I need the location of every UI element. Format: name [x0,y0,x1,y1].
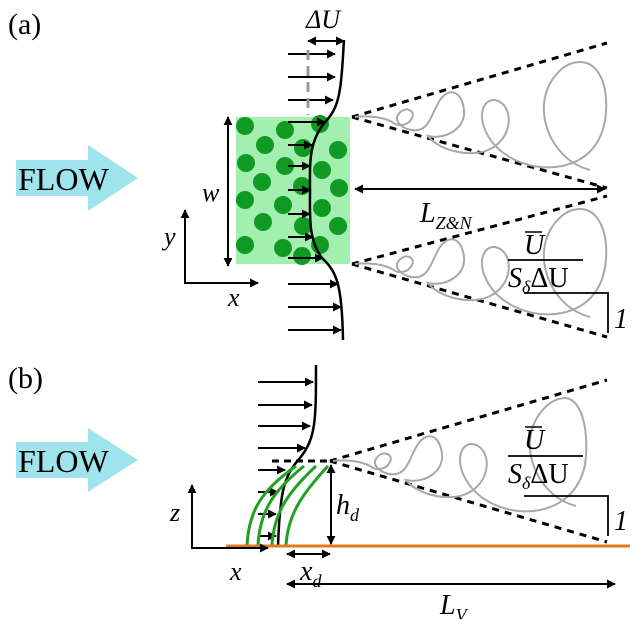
slope-b-triangle [524,495,609,536]
slope-b-numerator: U [524,425,546,456]
panel-a: (a) FLOW [8,5,628,341]
panel-b-label: (b) [8,362,43,395]
slope-a-triangle [524,292,609,333]
lv-sub: V [456,605,469,619]
slope-b-den-sub: δ [522,473,531,493]
hd-sub: d [350,505,360,525]
velocity-arrows-b [258,377,314,541]
x-axis-label-a: x [227,283,240,312]
panel-a-label: (a) [8,8,41,41]
flow-arrow-a: FLOW [16,145,138,211]
flow-arrow-b: FLOW [16,428,138,492]
slope-b-denominator: SδΔU [508,459,569,493]
velocity-arrows-a [288,49,342,335]
xd-label: xd [299,556,322,591]
vortex-wake-b [332,396,588,513]
slope-a-den-s: S [508,263,522,294]
shear-layer-wedge-b [329,378,608,544]
slope-b-den-s: S [508,459,522,490]
canopy-dots [236,115,348,265]
vegetation-b [245,464,330,546]
slope-a-den-rest: ΔU [530,263,568,294]
flow-label-a: FLOW [18,161,109,197]
slope-annotation-b: U SδΔU 1 [508,425,628,537]
flow-label-b: FLOW [18,443,109,479]
l-zn-sub: Z&N [436,213,473,233]
velocity-profile-curve-b [276,364,318,547]
slope-b-run: 1 [614,506,628,537]
canopy-a [236,115,350,265]
y-axis-label: y [161,222,176,251]
slope-annotation-a: U SδΔU 1 [508,230,628,335]
w-label: w [202,178,220,207]
slope-a-run: 1 [614,304,628,335]
l-zn-label: LZ&N [419,198,473,233]
velocity-profile-curve [308,39,346,341]
hd-base: h [336,490,350,521]
lv-base: L [439,590,456,619]
slope-a-den-sub: δ [522,277,531,297]
panel-b: (b) FLOW z [8,362,630,619]
l-zn-base: L [419,198,436,229]
z-axis-label: z [169,498,180,527]
slope-b-den-rest: ΔU [530,459,568,490]
vortex-wake-a [354,60,608,318]
lv-label: LV [439,590,469,619]
xd-sub: d [312,571,322,591]
delta-u-label: ΔU [305,5,342,34]
hd-label: hd [336,490,360,525]
xd-base: x [299,556,313,587]
slope-a-numerator: U [524,230,546,261]
slope-a-denominator: SδΔU [508,263,569,297]
x-axis-label-b: x [229,557,242,586]
